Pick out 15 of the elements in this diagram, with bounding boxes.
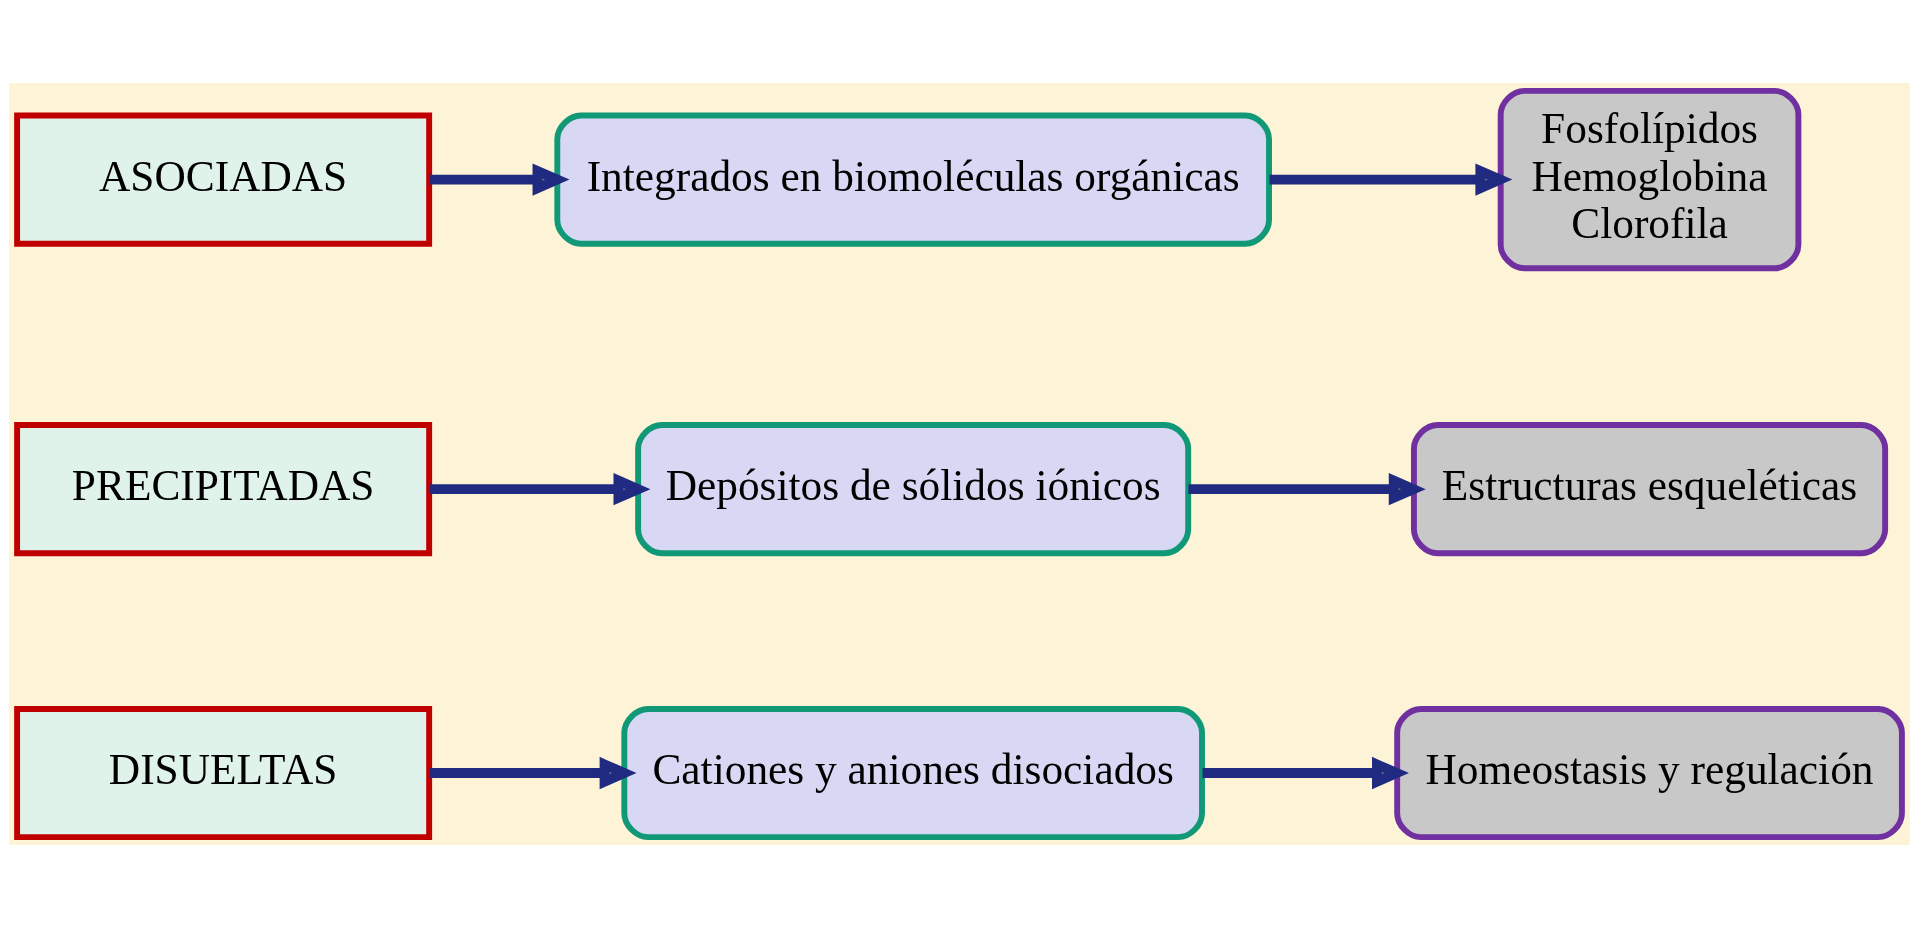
node-box: Depósitos de sólidos iónicos	[635, 421, 1192, 556]
node-box: Homeostasis y regulación	[1394, 705, 1905, 840]
node-box: Fosfolípidos Hemoglobina Clorofila	[1497, 87, 1802, 271]
node-box: Estructuras esqueléticas	[1411, 421, 1889, 556]
arrow	[430, 162, 570, 196]
arrow	[1188, 472, 1426, 505]
node-box: Integrados en biomoléculas orgánicas	[554, 112, 1272, 247]
node-box: PRECIPITADAS	[14, 421, 433, 556]
node-box: DISUELTAS	[14, 705, 433, 840]
node-box: ASOCIADAS	[14, 112, 433, 247]
arrow	[430, 472, 651, 505]
arrow	[430, 756, 637, 789]
arrow	[1269, 162, 1513, 196]
arrow	[1202, 756, 1409, 789]
node-box: Cationes y aniones disociados	[621, 705, 1205, 840]
